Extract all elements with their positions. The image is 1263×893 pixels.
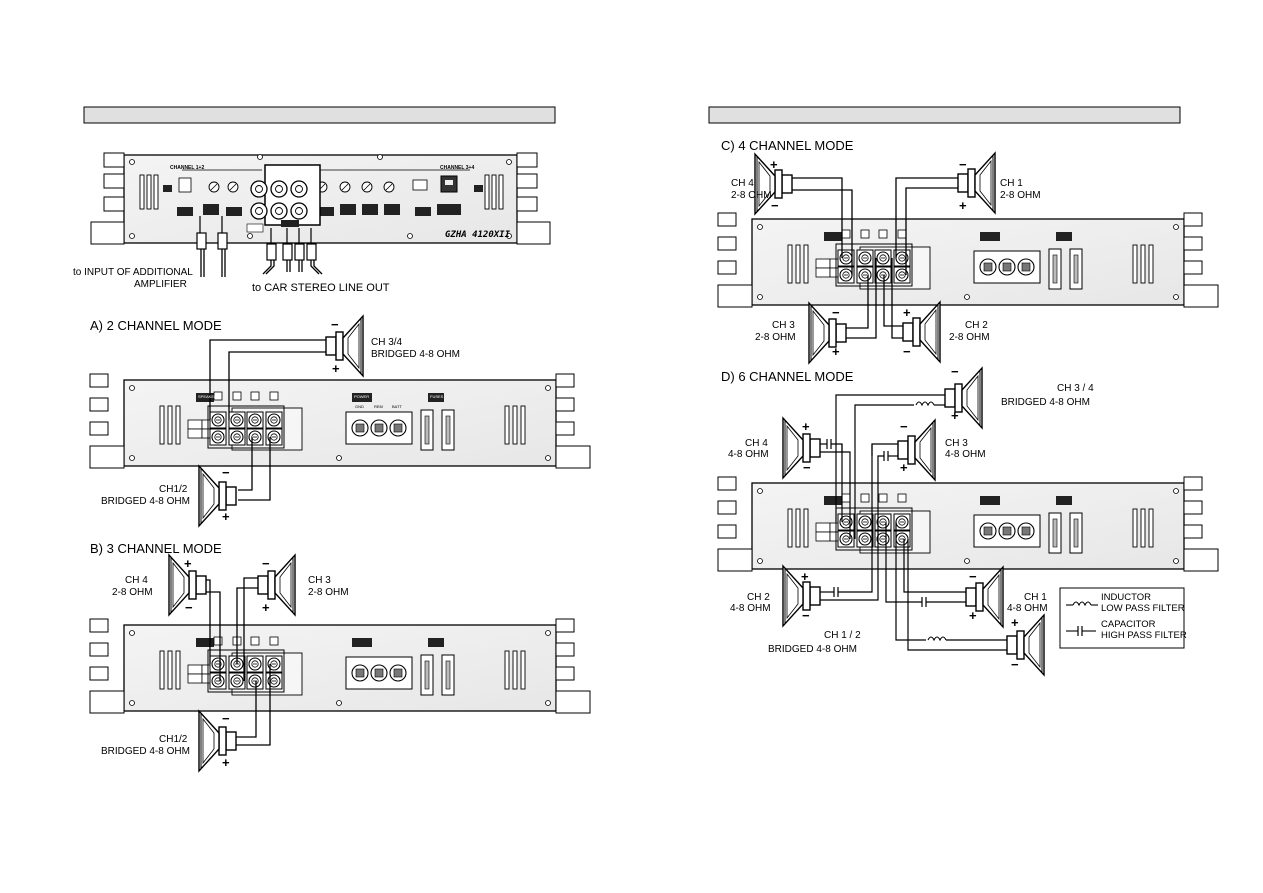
mode-d-minus-ch34: − bbox=[951, 364, 959, 379]
mode-c-ch3-sub: 2-8 OHM bbox=[755, 332, 796, 343]
mode-c-wires bbox=[792, 177, 960, 339]
mode-c-ch4-sub: 2-8 OHM bbox=[731, 190, 772, 201]
mode-b-ch12-sub: BRIDGED 4-8 OHM bbox=[101, 746, 190, 757]
mode-d-ch4-label: CH 4 bbox=[745, 438, 768, 449]
legend-inductor-sub: LOW PASS FILTER bbox=[1101, 603, 1185, 614]
mode-b-minus-ch12: − bbox=[222, 711, 230, 726]
mode-d-ch3-sub: 4-8 OHM bbox=[945, 449, 986, 460]
mode-c-ch3-label: CH 3 bbox=[772, 320, 795, 331]
mode-b-ch3-sub: 2-8 OHM bbox=[308, 587, 349, 598]
mode-d-plus-ch1: + bbox=[969, 608, 977, 623]
mode-d-ch12-sub: BRIDGED 4-8 OHM bbox=[768, 644, 857, 655]
mode-c-minus-ch1: − bbox=[959, 157, 967, 172]
left-header-bar bbox=[83, 106, 556, 124]
mode-b-ch12-label: CH1/2 bbox=[159, 734, 188, 745]
mode-d-plus-ch34: + bbox=[951, 408, 959, 423]
mode-c-ch1-sub: 2-8 OHM bbox=[1000, 190, 1041, 201]
mode-d-ch1-label: CH 1 bbox=[1024, 592, 1047, 603]
legend-capacitor-label: CAPACITOR bbox=[1101, 619, 1156, 630]
mode-d-ch4-sub: 4-8 OHM bbox=[728, 449, 769, 460]
mode-d-minus-ch4: − bbox=[803, 460, 811, 475]
mode-d-title: D) 6 CHANNEL MODE bbox=[721, 369, 854, 384]
mode-c-plus-ch2: + bbox=[903, 305, 911, 320]
rca-cables-additional-amp bbox=[196, 216, 228, 277]
mode-a-ch12-sub: BRIDGED 4-8 OHM bbox=[101, 496, 190, 507]
amp-a-speaker-label: SPEAKER bbox=[198, 394, 217, 399]
mode-b-ch4-sub: 2-8 OHM bbox=[112, 587, 153, 598]
mode-d-ch2-sub: 4-8 OHM bbox=[730, 603, 771, 614]
mode-d-plus-ch3: + bbox=[900, 460, 908, 475]
mode-b-terminals bbox=[207, 636, 285, 693]
car-stereo-line-out-label: to CAR STEREO LINE OUT bbox=[252, 282, 390, 294]
mode-a-ch12-label: CH1/2 bbox=[159, 484, 188, 495]
mode-a-speaker-ch12 bbox=[198, 465, 237, 527]
mode-d-ch1-sub: 4-8 OHM bbox=[1007, 603, 1048, 614]
rca-additional-amp-label: to INPUT OF ADDITIONAL bbox=[73, 267, 193, 278]
filter-legend-box bbox=[1059, 587, 1185, 649]
mode-d-plus-ch2: + bbox=[801, 569, 809, 584]
legend-capacitor-sub: HIGH PASS FILTER bbox=[1101, 630, 1187, 641]
mode-b-wires bbox=[206, 577, 271, 746]
mode-c-ch2-label: CH 2 bbox=[965, 320, 988, 331]
mode-b-minus-ch4: − bbox=[185, 600, 193, 615]
mode-a-plus-top: + bbox=[332, 361, 340, 376]
amp-a-rem-label: REM bbox=[374, 404, 383, 409]
legend-inductor-label: INDUCTOR bbox=[1101, 592, 1151, 603]
svg-text:GZHA 4120XII: GZHA 4120XII bbox=[445, 230, 511, 240]
mode-a-minus-top: − bbox=[331, 317, 339, 332]
mode-c-minus-ch2: − bbox=[903, 344, 911, 359]
mode-d-minus-ch2: − bbox=[802, 608, 810, 623]
mode-d-wires bbox=[820, 394, 1012, 651]
right-header-bar bbox=[708, 106, 1181, 124]
mode-c-title: C) 4 CHANNEL MODE bbox=[721, 138, 854, 153]
amp-a-gnd-label: GND bbox=[355, 404, 364, 409]
mode-b-plus-ch3: + bbox=[262, 600, 270, 615]
mode-d-minus-ch3: − bbox=[900, 419, 908, 434]
mode-a-title: A) 2 CHANNEL MODE bbox=[90, 318, 222, 333]
mode-c-minus-ch3: − bbox=[832, 305, 840, 320]
mode-a-wires bbox=[209, 339, 332, 501]
mode-d-plus-ch12: + bbox=[1011, 615, 1019, 630]
mode-d-ch34-label: CH 3 / 4 bbox=[1057, 383, 1094, 394]
mode-d-minus-ch1: − bbox=[969, 569, 977, 584]
mode-c-plus-ch1: + bbox=[959, 198, 967, 213]
mode-a-terminals bbox=[207, 391, 285, 449]
svg-text:CHANNEL 3+4: CHANNEL 3+4 bbox=[440, 165, 474, 171]
mode-d-plus-ch4: + bbox=[802, 419, 810, 434]
mode-b-minus-ch3: − bbox=[262, 556, 270, 571]
mode-c-ch2-sub: 2-8 OHM bbox=[949, 332, 990, 343]
mode-b-plus-ch4: + bbox=[184, 556, 192, 571]
mode-c-plus-ch4: + bbox=[770, 157, 778, 172]
mode-c-ch4-label: CH 4 bbox=[731, 178, 754, 189]
mode-a-ch34-label: CH 3/4 bbox=[371, 337, 403, 348]
mode-d-minus-ch12: − bbox=[1011, 657, 1019, 672]
mode-d-ch12-label: CH 1 / 2 bbox=[824, 630, 861, 641]
svg-text:CHANNEL 1+2: CHANNEL 1+2 bbox=[170, 165, 204, 171]
mode-b-ch3-label: CH 3 bbox=[308, 575, 331, 586]
mode-c-minus-ch4: − bbox=[771, 198, 779, 213]
mode-a-plus-bottom: + bbox=[222, 509, 230, 524]
mode-c-terminals bbox=[835, 229, 913, 287]
mode-a-ch34-sub: BRIDGED 4-8 OHM bbox=[371, 349, 460, 360]
rca-cables-car-stereo bbox=[262, 228, 323, 275]
mode-b-speaker-ch12 bbox=[198, 710, 237, 772]
mode-c-plus-ch3: + bbox=[832, 344, 840, 359]
mode-b-ch4-label: CH 4 bbox=[125, 575, 148, 586]
amp-a-power-label: POWER bbox=[354, 394, 370, 399]
mode-b-plus-ch12: + bbox=[222, 755, 230, 770]
mode-c-ch1-label: CH 1 bbox=[1000, 178, 1023, 189]
mode-d-terminals bbox=[835, 493, 913, 551]
amp-a-batt-label: BATT bbox=[392, 404, 402, 409]
line-out-amplifier: CHANNEL 1+2 CHANNEL 3+4 bbox=[90, 152, 551, 245]
mode-d-ch34-sub: BRIDGED 4-8 OHM bbox=[1001, 397, 1090, 408]
mode-b-title: B) 3 CHANNEL MODE bbox=[90, 541, 222, 556]
mode-c-speaker-ch3 bbox=[808, 302, 847, 364]
mode-d-ch2-label: CH 2 bbox=[747, 592, 770, 603]
mode-a-minus-bottom: − bbox=[222, 465, 230, 480]
mode-d-ch3-label: CH 3 bbox=[945, 438, 968, 449]
rca-additional-amp-label-2: AMPLIFIER bbox=[134, 279, 187, 290]
amp-a-fuses-label: FUSES bbox=[430, 394, 444, 399]
